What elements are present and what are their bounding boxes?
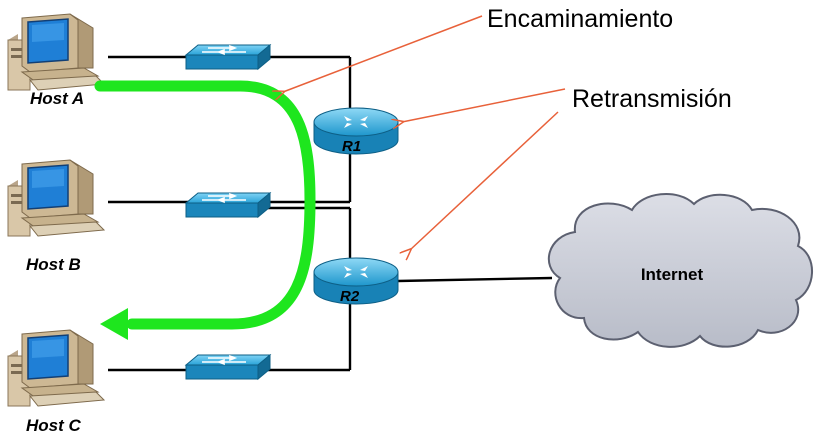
router-r2: R2 [313,257,399,305]
host-c-label: Host C [26,416,82,435]
switch-icon [185,192,271,218]
switch-icon [185,354,271,380]
router-r1: R1 [313,107,399,155]
host-a-label: Host A [30,89,84,108]
cloud-icon: Internet [547,192,813,348]
router-r2-label: R2 [340,288,360,305]
callout-forwarding: Retransmisión [572,85,732,113]
router-r1-label: R1 [342,138,361,155]
callout-routing-arrow [283,15,483,92]
host-b-label: Host B [26,255,81,274]
callout-forwarding-arrow-r1 [402,88,566,122]
host-c: Host C [7,329,105,435]
host-b: Host B [7,159,105,274]
host-a: Host A [7,13,105,108]
cloud-label: Internet [641,265,704,284]
desktop-computer-icon [7,329,105,407]
routing-path-arrowhead [100,308,128,340]
callout-forwarding-arrow-r2 [410,111,559,250]
desktop-computer-icon [7,13,105,91]
desktop-computer-icon [7,159,105,237]
switch-icon [185,44,271,70]
link-R2-internet [397,276,553,283]
callout-routing: Encaminamiento [487,5,673,33]
